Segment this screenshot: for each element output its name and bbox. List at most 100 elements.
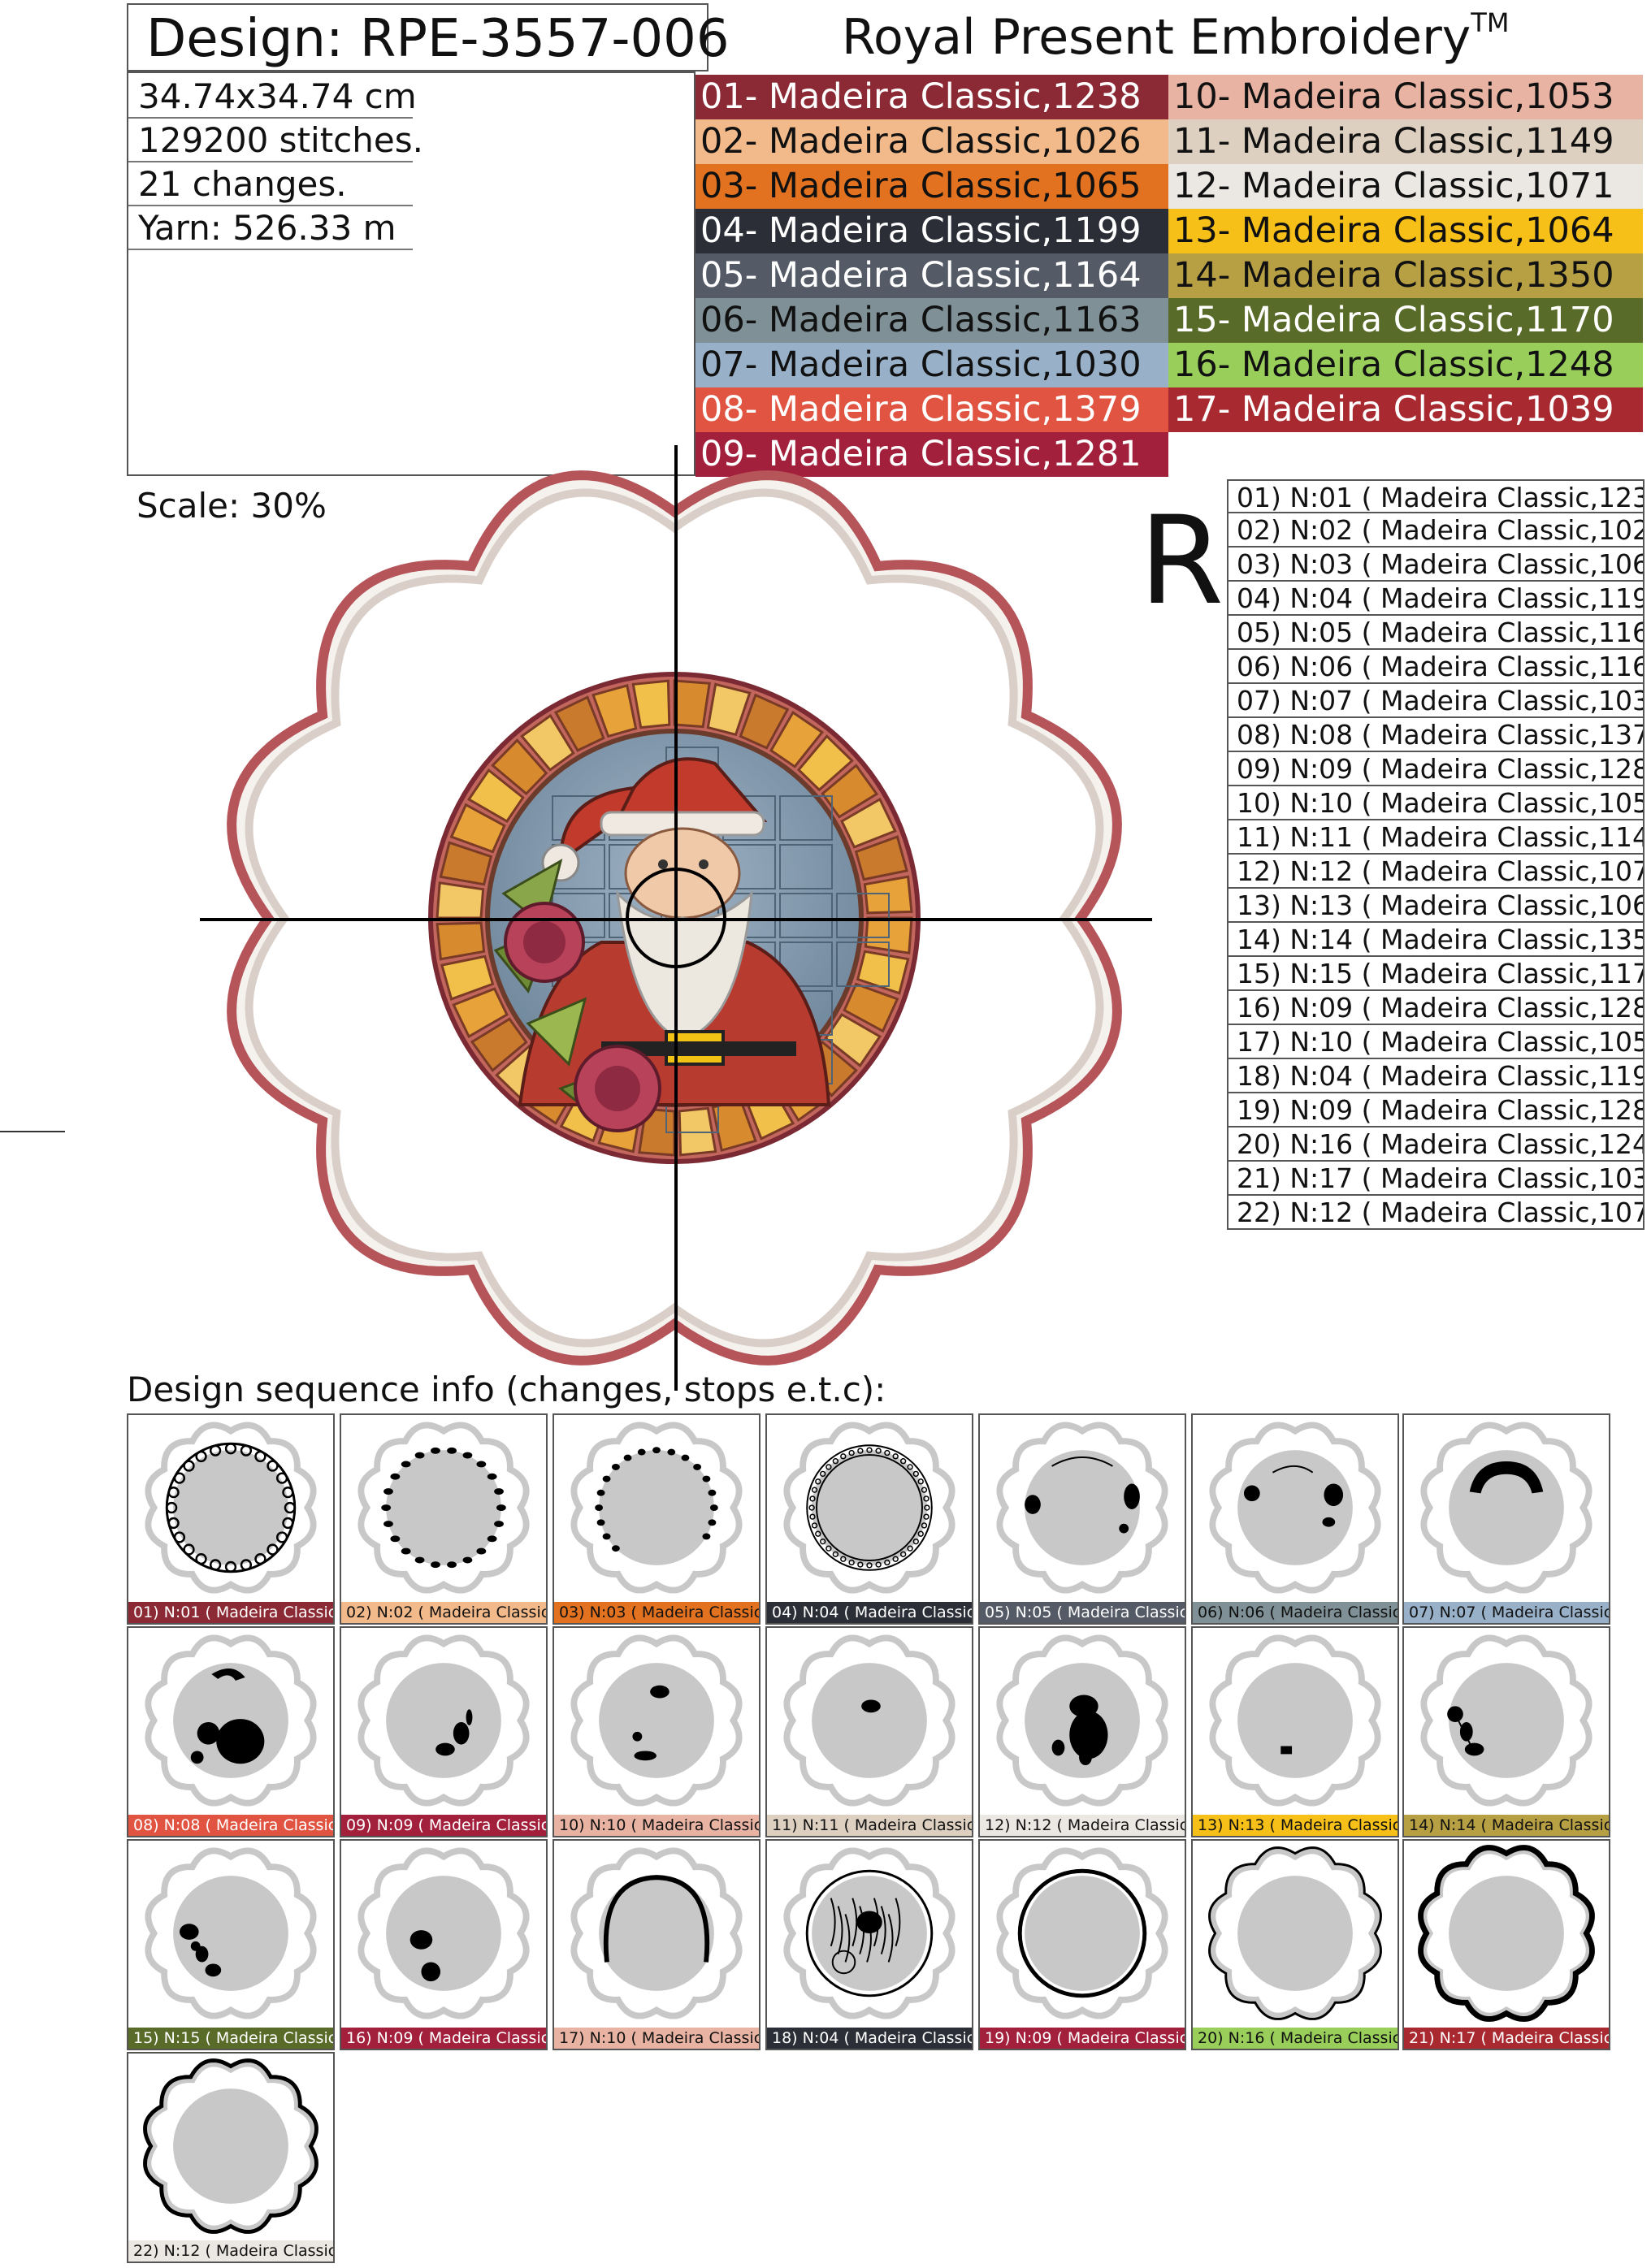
sky-pane	[836, 893, 890, 938]
mosaic-tile	[436, 921, 486, 961]
thumbnail-caption: 19) N:09 ( Madeira Classic,	[980, 2028, 1185, 2049]
thumbnail-preview	[1209, 1634, 1381, 1807]
mosaic-tile	[673, 679, 711, 729]
sequence-item: 08) N:08 ( Madeira Classic,1379)	[1227, 718, 1644, 752]
mosaic-tile	[491, 738, 548, 796]
stat-yarn: Yarn: 526.33 m	[128, 206, 413, 250]
palette-swatch: 11- Madeira Classic,1149	[1168, 119, 1643, 164]
mosaic-tile	[449, 803, 506, 854]
thumbnail-preview	[358, 1634, 530, 1807]
sequence-thumbnail: 21) N:17 ( Madeira Classic,1	[1402, 1839, 1610, 2050]
mosaic-tile	[854, 835, 908, 881]
stat-stitches: 129200 stitches.	[128, 119, 423, 162]
thumbnail-caption: 21) N:17 ( Madeira Classic,1	[1404, 2028, 1609, 2049]
palette-swatch: 10- Madeira Classic,1053	[1168, 75, 1643, 119]
design-title-box: Design: RPE-3557-006	[127, 3, 730, 71]
thumbnail-caption: 20) N:16 ( Madeira Classic,	[1193, 2028, 1398, 2049]
sequence-thumbnail: 08) N:08 ( Madeira Classic	[127, 1626, 335, 1837]
thumbnail-preview	[996, 1634, 1168, 1807]
sequence-thumbnail: 16) N:09 ( Madeira Classic,	[340, 1839, 548, 2050]
mosaic-tile	[821, 764, 879, 819]
palette-swatch: 04- Madeira Classic,1199	[696, 209, 1168, 253]
mosaic-tile	[631, 679, 671, 729]
thumbnail-preview	[145, 1634, 317, 1807]
thumbnail-preview	[145, 1847, 317, 2019]
sequence-item: 18) N:04 ( Madeira Classic,1199)	[1227, 1059, 1644, 1093]
thumbnail-preview	[1209, 1422, 1381, 1594]
sequence-thumbnail: 20) N:16 ( Madeira Classic,	[1191, 1839, 1399, 2050]
sequence-thumbnail: 19) N:09 ( Madeira Classic,	[978, 1839, 1186, 2050]
sequence-item: 03) N:03 ( Madeira Classic,1065)	[1227, 548, 1644, 582]
sequence-item: 20) N:16 ( Madeira Classic,1248)	[1227, 1128, 1644, 1162]
palette-swatch: 08- Madeira Classic,1379	[696, 387, 1168, 432]
palette-swatch: 17- Madeira Classic,1039	[1168, 387, 1643, 432]
mosaic-tile	[436, 881, 485, 920]
embroidery-preview	[200, 445, 1152, 1391]
sequence-thumbnail: 22) N:12 ( Madeira Classic,	[127, 2052, 335, 2263]
sky-pane	[836, 941, 890, 987]
palette-swatch: 07- Madeira Classic,1030	[696, 343, 1168, 387]
sequence-item: 13) N:13 ( Madeira Classic,1064)	[1227, 889, 1644, 923]
sequence-item: 04) N:04 ( Madeira Classic,1199)	[1227, 582, 1644, 616]
thumbnail-preview	[783, 1422, 956, 1594]
thumbnail-caption: 07) N:07 ( Madeira Classic	[1404, 1602, 1609, 1623]
thumbnail-caption: 01) N:01 ( Madeira Classic,1	[128, 1602, 333, 1623]
sequence-item: 07) N:07 ( Madeira Classic,1030)	[1227, 684, 1644, 718]
sequence-thumbnail: 12) N:12 ( Madeira Classic,1	[978, 1626, 1186, 1837]
palette-swatch: 02- Madeira Classic,1026	[696, 119, 1168, 164]
thumbnail-preview	[1420, 1634, 1592, 1807]
stat-size: 34.74x34.74 cm	[128, 75, 417, 119]
design-title: Design: RPE-3557-006	[146, 9, 730, 69]
palette-swatch: 06- Madeira Classic,1163	[696, 298, 1168, 343]
thumbnail-preview	[996, 1422, 1168, 1594]
thumbnail-caption: 10) N:10 ( Madeira Classic,1	[554, 1815, 759, 1836]
sequence-item: 14) N:14 ( Madeira Classic,1350)	[1227, 923, 1644, 957]
sky-pane	[779, 795, 833, 841]
sky-pane	[779, 893, 833, 938]
mosaic-tile	[520, 713, 575, 772]
thumbnail-caption: 09) N:09 ( Madeira Classic	[341, 1815, 546, 1836]
thumbnail-caption: 04) N:04 ( Madeira Classic	[767, 1602, 972, 1623]
sequence-thumbnail: 10) N:10 ( Madeira Classic,1	[552, 1626, 760, 1837]
thumbnail-preview	[358, 1422, 530, 1594]
thumbnail-preview	[1418, 1845, 1595, 2022]
thumbnail-caption: 14) N:14 ( Madeira Classic,1	[1404, 1815, 1609, 1836]
mosaic-tile	[840, 797, 897, 849]
palette-swatch: 13- Madeira Classic,1064	[1168, 209, 1643, 253]
stats-panel: 34.74x34.74 cm 129200 stitches. 21 chang…	[127, 71, 696, 476]
mosaic-tile	[843, 982, 899, 1033]
mosaic-tile	[739, 693, 790, 750]
sequence-item: 02) N:02 ( Madeira Classic,1026)	[1227, 513, 1644, 548]
thumbnail-caption: 06) N:06 ( Madeira Classic	[1193, 1602, 1398, 1623]
sequence-thumbnail: 13) N:13 ( Madeira Classic,1	[1191, 1626, 1399, 1837]
palette-swatch: 01- Madeira Classic,1238	[696, 75, 1168, 119]
sequence-thumbnail: 09) N:09 ( Madeira Classic	[340, 1626, 548, 1837]
rotate-glyph: R	[1139, 491, 1224, 632]
sequence-heading: Design sequence info (changes, stops e.t…	[127, 1370, 886, 1409]
thumbnail-preview	[570, 1634, 743, 1807]
sequence-thumbnail: 14) N:14 ( Madeira Classic,1	[1402, 1626, 1610, 1837]
thumbnail-caption: 08) N:08 ( Madeira Classic	[128, 1815, 333, 1836]
mosaic-tile	[769, 710, 824, 768]
sequence-thumbnail: 11) N:11 ( Madeira Classic,11	[765, 1626, 973, 1837]
thumbnail-preview	[570, 1422, 743, 1594]
mosaic-tile	[452, 987, 509, 1039]
palette-swatch: 14- Madeira Classic,1350	[1168, 253, 1643, 298]
mosaic-tile	[856, 950, 910, 995]
brand-name: Royal Present EmbroideryTM	[842, 10, 1509, 62]
thumbnail-caption: 11) N:11 ( Madeira Classic,11	[767, 1815, 972, 1836]
mosaic-tile	[824, 1013, 882, 1067]
mosaic-tile	[439, 841, 493, 886]
flowers	[493, 858, 661, 1132]
palette-swatch: 16- Madeira Classic,1248	[1168, 343, 1643, 387]
sequence-thumbnail: 05) N:05 ( Madeira Classic	[978, 1413, 1186, 1625]
scale-label: Scale: 30%	[136, 486, 327, 526]
sequence-list: 01) N:01 ( Madeira Classic,1238)02) N:02…	[1227, 479, 1644, 1230]
palette-swatch: 09- Madeira Classic,1281	[696, 432, 1168, 477]
sequence-thumbnail: 07) N:07 ( Madeira Classic	[1402, 1413, 1610, 1625]
thumbnail-caption: 03) N:03 ( Madeira Classic	[554, 1602, 759, 1623]
thumbnail-preview	[145, 1422, 317, 1594]
sequence-thumbnail: 18) N:04 ( Madeira Classic,	[765, 1839, 973, 2050]
sequence-thumbnail: 03) N:03 ( Madeira Classic	[552, 1413, 760, 1625]
